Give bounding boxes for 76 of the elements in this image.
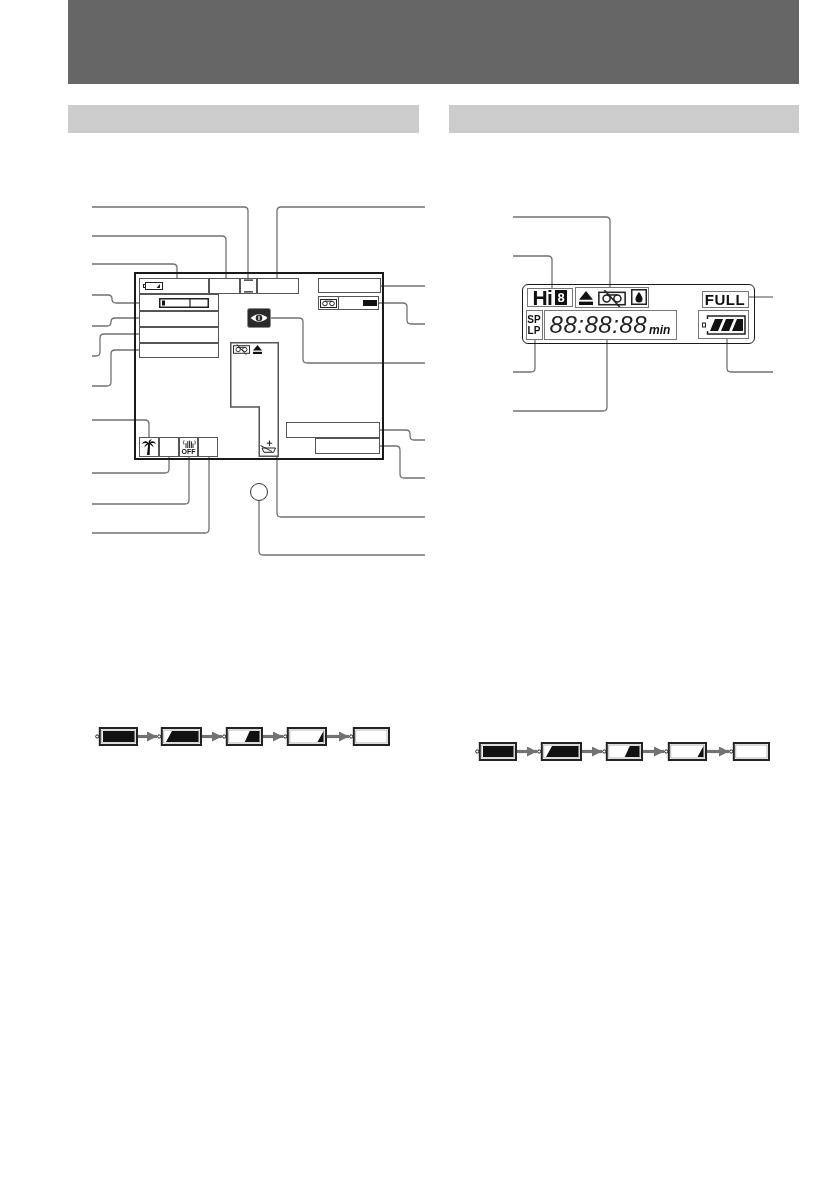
leader-line (270, 317, 426, 364)
viewfinder-frame (134, 272, 384, 460)
leader-line (512, 339, 536, 373)
section-bar (449, 105, 799, 133)
time-counter: 88:88:88 (549, 312, 648, 337)
lcd-segment (543, 309, 677, 340)
indicator-cell (139, 327, 219, 343)
leader-line (91, 456, 210, 534)
battery-icon (602, 742, 643, 761)
indicator-cell (315, 438, 380, 454)
indicator-cell (139, 343, 219, 358)
header-band (68, 0, 799, 84)
leader-line (378, 302, 426, 325)
arrow (138, 731, 157, 742)
leader-line (276, 456, 426, 518)
battery-icon (475, 742, 517, 761)
indicator-cell (286, 422, 380, 438)
battery-icon (95, 727, 138, 746)
leader-line (91, 456, 170, 474)
battery-icon (222, 727, 263, 746)
battery-icon (283, 727, 327, 746)
indicator-cell (318, 296, 379, 310)
indicator-cell (139, 311, 219, 327)
arrow (202, 731, 222, 742)
leader-line (380, 285, 426, 287)
indicator-cell (139, 278, 209, 294)
indicator-cell (159, 437, 179, 457)
leader-line (512, 255, 553, 289)
leader-line (91, 456, 190, 505)
battery-icon (537, 742, 582, 761)
leader-line (512, 339, 608, 412)
arrow (643, 746, 664, 757)
indicator-cell (257, 278, 299, 294)
leader-line (726, 338, 774, 373)
leader-line (91, 235, 227, 279)
format-number: 8 (555, 289, 567, 305)
leader-line (91, 294, 140, 304)
mode-label: LP (527, 324, 541, 336)
leader-line (379, 445, 426, 479)
leader-line (748, 296, 774, 298)
battery-icon (664, 742, 707, 761)
arrow (263, 731, 283, 742)
leader-line (276, 206, 426, 279)
leader-line (91, 317, 140, 327)
battery-icon (157, 727, 202, 746)
leader-line (379, 429, 426, 441)
arrow (582, 746, 602, 757)
indicator-cell (209, 278, 240, 294)
unit-label: min (649, 322, 671, 337)
leader-line (91, 419, 150, 438)
arrow (517, 746, 537, 757)
status-label: FULL (704, 291, 746, 307)
indicator-cell (198, 437, 218, 457)
indicator-cell (179, 437, 198, 457)
lcd-panel (522, 284, 755, 344)
eye-icon (247, 308, 271, 328)
indicator-cell (240, 278, 257, 294)
indicator-panel (230, 342, 279, 457)
lcd-segment (574, 286, 649, 308)
mode-label: SP (527, 313, 541, 325)
leader-line (91, 349, 140, 387)
arrow (707, 746, 729, 757)
section-bar (68, 105, 419, 133)
indicator-cell (139, 294, 219, 311)
format-label: Hi (532, 286, 553, 308)
battery-icon (729, 742, 770, 761)
leader-line (258, 500, 426, 556)
arrow (327, 731, 349, 742)
indicator-cell (318, 278, 381, 293)
lcd-segment (526, 287, 573, 307)
lcd-segment (525, 309, 543, 340)
leader-line (512, 216, 611, 288)
leader-line (91, 333, 140, 357)
leader-line (91, 263, 178, 279)
leader-line (91, 206, 249, 279)
battery-icon (349, 727, 390, 746)
